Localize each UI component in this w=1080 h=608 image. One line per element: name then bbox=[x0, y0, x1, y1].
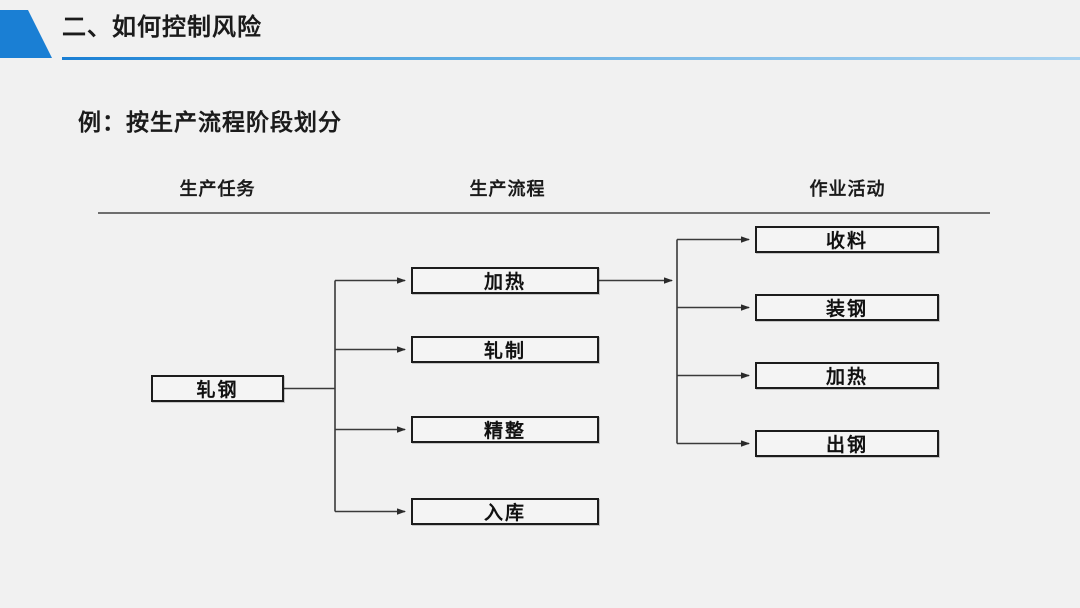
column-header-production-process: 生产流程 bbox=[469, 179, 546, 200]
node-activity-receiving[interactable]: 收料 bbox=[755, 226, 939, 253]
node-activity-heating[interactable]: 加热 bbox=[755, 362, 939, 389]
node-activity-discharging[interactable]: 出钢 bbox=[755, 430, 939, 457]
column-header-production-task: 生产任务 bbox=[179, 179, 256, 200]
node-production-task-root[interactable]: 轧钢 bbox=[151, 375, 284, 402]
node-process-heating[interactable]: 加热 bbox=[411, 267, 599, 294]
node-process-rolling[interactable]: 轧制 bbox=[411, 336, 599, 363]
column-header-work-activity: 作业活动 bbox=[809, 179, 886, 200]
node-process-warehousing[interactable]: 入库 bbox=[411, 498, 599, 525]
header-accent-shape-icon bbox=[0, 10, 52, 58]
node-process-finishing[interactable]: 精整 bbox=[411, 416, 599, 443]
node-activity-charging[interactable]: 装钢 bbox=[755, 294, 939, 321]
header-divider bbox=[62, 57, 1080, 60]
page-title: 二、如何控制风险 bbox=[62, 13, 262, 41]
section-subtitle: 例：按生产流程阶段划分 bbox=[78, 110, 342, 136]
column-header-divider bbox=[98, 212, 990, 214]
slide-header: 二、如何控制风险 bbox=[0, 0, 1080, 72]
